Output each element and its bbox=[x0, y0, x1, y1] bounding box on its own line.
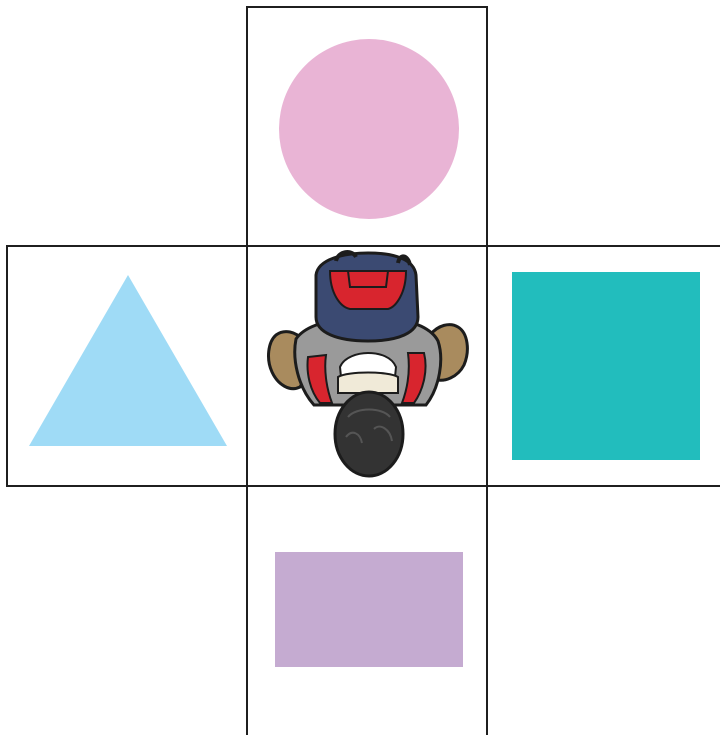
grid-cell-left[interactable] bbox=[6, 245, 248, 487]
pink-circle bbox=[279, 39, 459, 219]
grid-cell-center[interactable] bbox=[246, 245, 488, 487]
teal-square bbox=[512, 272, 700, 460]
grid-cell-bottom[interactable] bbox=[246, 485, 488, 735]
blue-triangle bbox=[8, 247, 246, 485]
grid-cell-right[interactable] bbox=[486, 245, 720, 487]
person-top-view-icon bbox=[248, 247, 486, 485]
triangle-shape bbox=[29, 275, 227, 446]
purple-rectangle bbox=[275, 552, 463, 667]
grid-cell-top[interactable] bbox=[246, 6, 488, 248]
